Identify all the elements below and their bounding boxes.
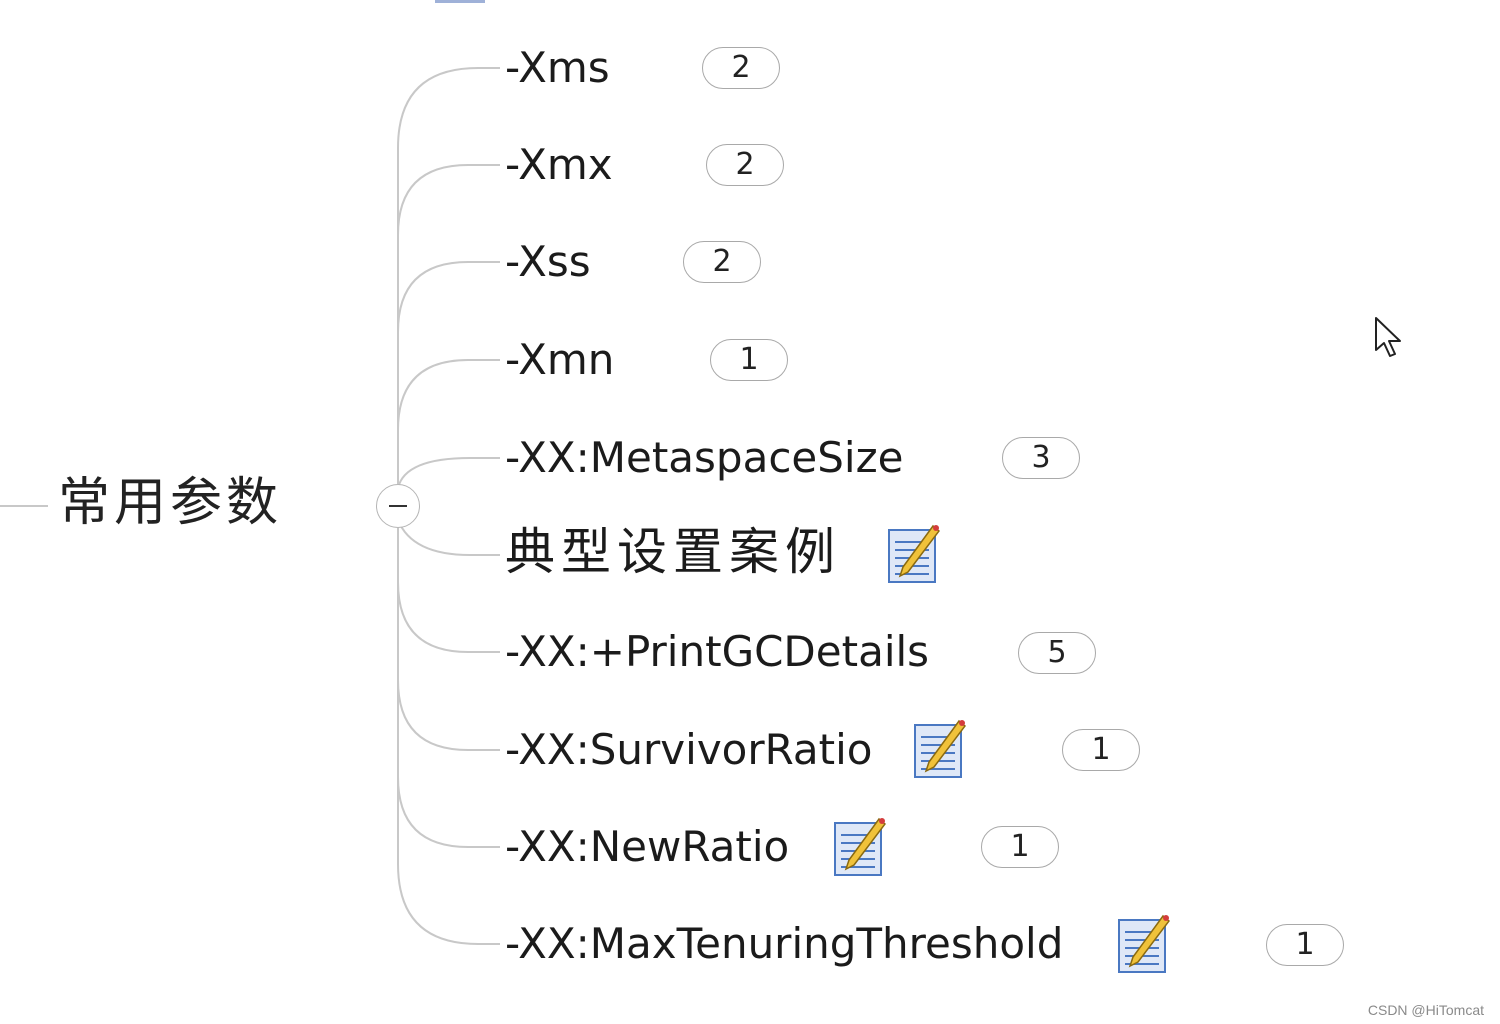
collapse-button[interactable]	[376, 484, 420, 528]
branch-connector	[397, 359, 500, 431]
watermark: CSDN @HiTomcat	[1367, 1002, 1484, 1018]
topic-max-tenuring-threshold[interactable]: -XX:MaxTenuringThreshold	[505, 919, 1064, 968]
minus-icon	[389, 505, 407, 507]
topic-xmx[interactable]: -Xmx	[505, 140, 613, 189]
branch-connector	[397, 528, 500, 945]
branch-connector	[397, 679, 500, 751]
count-badge[interactable]: 1	[981, 826, 1059, 868]
count-badge[interactable]: 1	[1266, 924, 1344, 966]
mouse-pointer-icon	[1375, 317, 1401, 357]
count-badge[interactable]: 1	[710, 339, 788, 381]
branch-connector	[397, 67, 500, 484]
note-pencil-icon[interactable]	[832, 817, 886, 877]
top-edge-marker	[435, 0, 485, 3]
branch-connector	[397, 164, 500, 236]
root-topic[interactable]: 常用参数	[58, 473, 283, 533]
topic-typical-settings[interactable]: 典型设置案例	[505, 523, 841, 581]
topic-xms[interactable]: -Xms	[505, 43, 610, 92]
note-pencil-icon[interactable]	[1116, 914, 1170, 974]
topic-xss[interactable]: -Xss	[505, 237, 591, 286]
count-badge[interactable]: 3	[1002, 437, 1080, 479]
branch-connector	[397, 519, 500, 556]
branch-connector	[397, 776, 500, 848]
count-badge[interactable]: 1	[1062, 729, 1140, 771]
topic-xmn[interactable]: -Xmn	[505, 335, 615, 384]
branch-connector	[397, 457, 500, 489]
note-pencil-icon[interactable]	[912, 719, 966, 779]
topic-survivor-ratio[interactable]: -XX:SurvivorRatio	[505, 725, 873, 774]
count-badge[interactable]: 2	[702, 47, 780, 89]
branch-connector	[397, 581, 500, 653]
count-badge[interactable]: 2	[706, 144, 784, 186]
topic-metaspace-size[interactable]: -XX:MetaspaceSize	[505, 433, 904, 482]
count-badge[interactable]: 2	[683, 241, 761, 283]
topic-new-ratio[interactable]: -XX:NewRatio	[505, 822, 790, 871]
note-pencil-icon[interactable]	[886, 524, 940, 584]
branch-connector	[397, 261, 500, 333]
count-badge[interactable]: 5	[1018, 632, 1096, 674]
topic-print-gc-details[interactable]: -XX:+PrintGCDetails	[505, 627, 930, 676]
